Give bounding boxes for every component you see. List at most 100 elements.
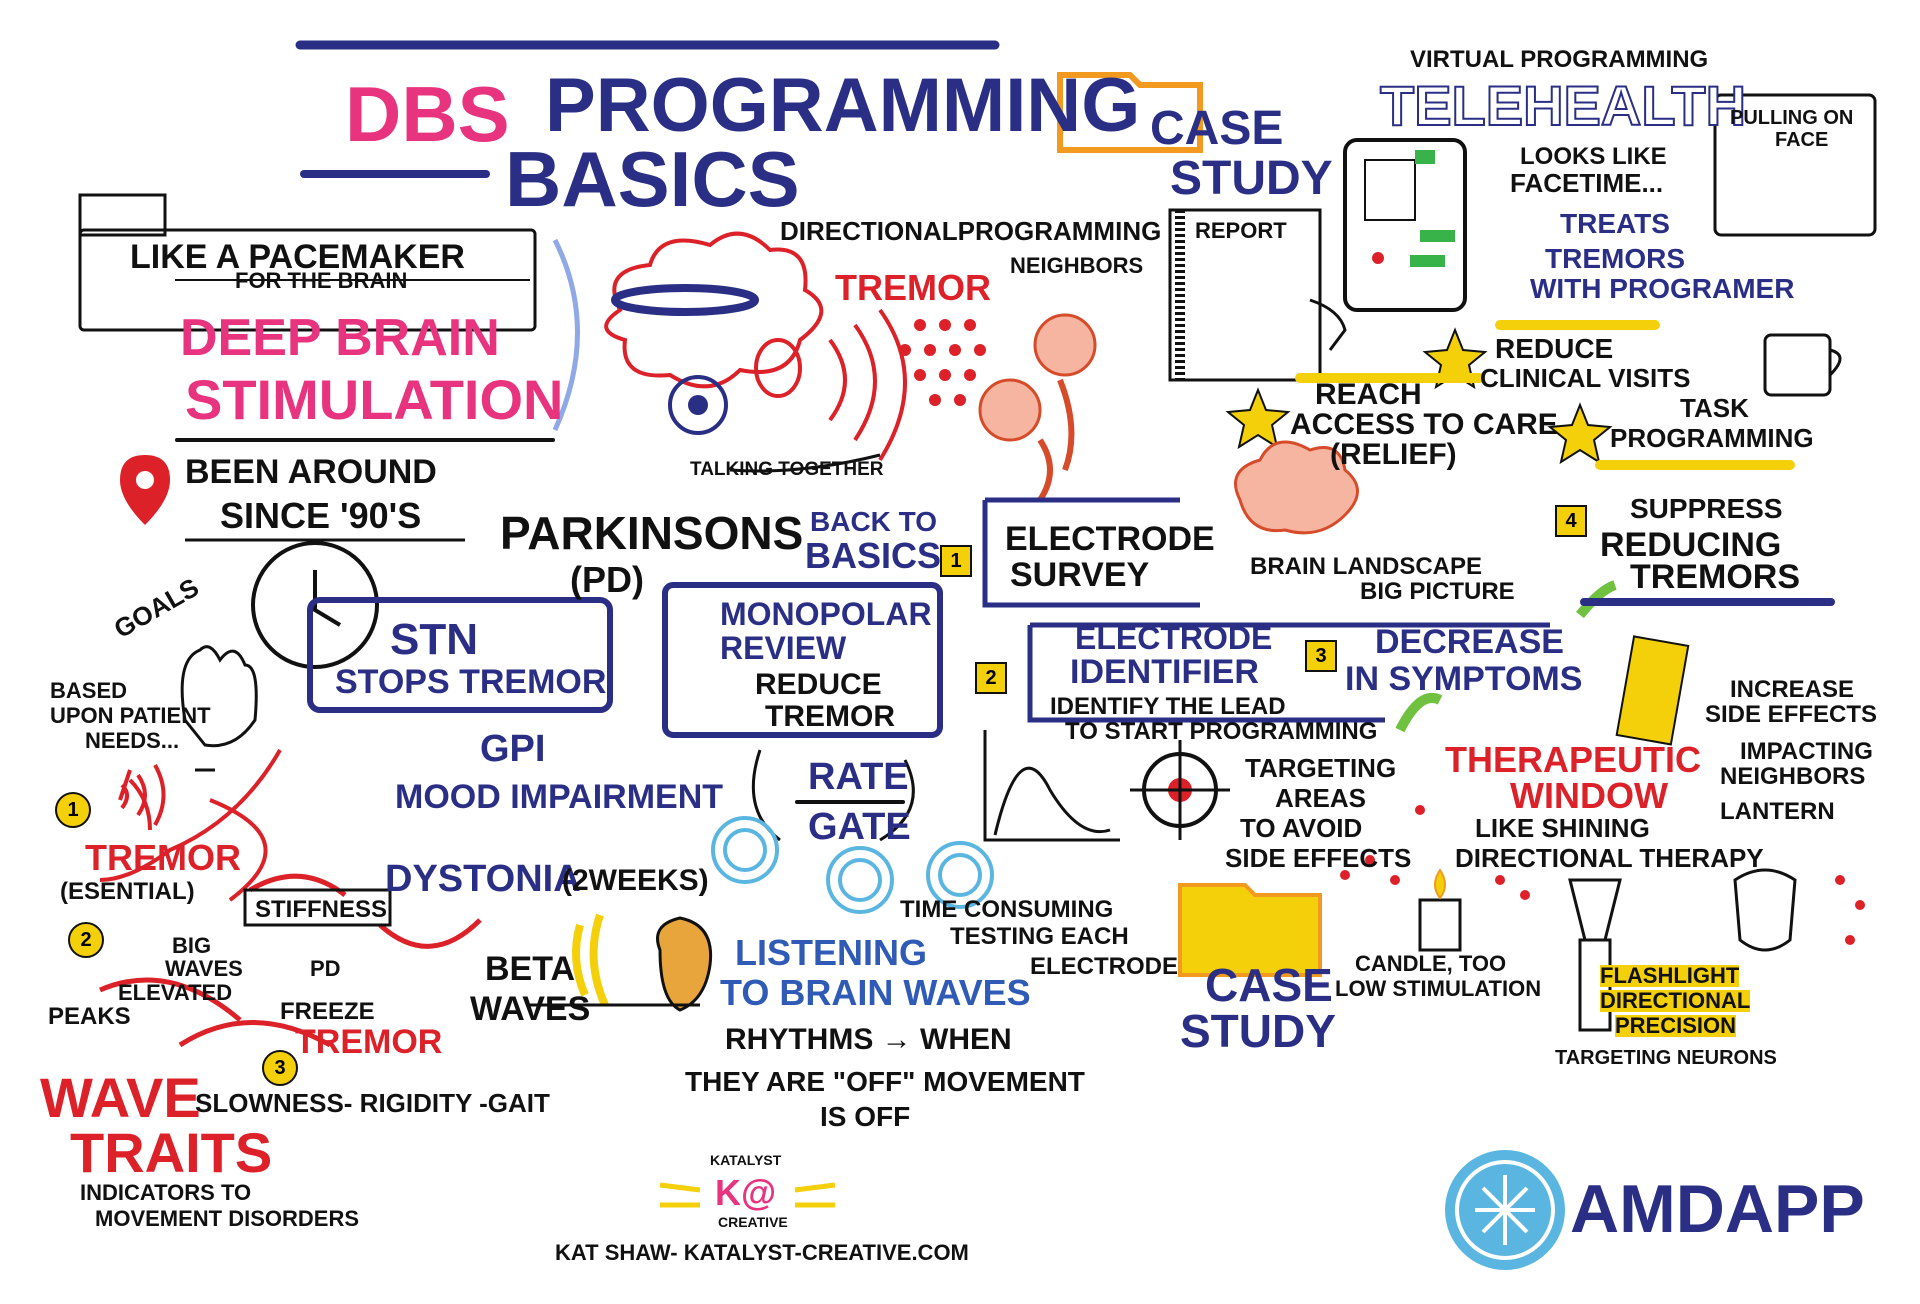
neighbors-label: NEIGHBORS	[1010, 253, 1144, 278]
beta-line1: BETA	[485, 950, 576, 988]
decrease-line1: DECREASE	[1375, 623, 1564, 661]
video-frame	[1713, 93, 1877, 237]
window-line1: THERAPEUTIC	[1445, 739, 1702, 780]
back-line2: BASICS	[805, 535, 942, 576]
reach-line2: ACCESS TO CARE	[1290, 408, 1558, 441]
star-icon	[1225, 387, 1291, 450]
location-pin-icon	[120, 455, 170, 525]
wave-big-line1: BIG	[172, 933, 212, 958]
candle-line2: LOW STIMULATION	[1335, 976, 1542, 1001]
monopolar-line3: REDUCE	[755, 668, 882, 701]
wave-peaks: PEAKS	[48, 1003, 131, 1030]
looks-line2: FACETIME...	[1510, 168, 1664, 198]
wave-big-line2: WAVES	[165, 956, 243, 981]
indicators-line2: MOVEMENT DISORDERS	[95, 1206, 360, 1231]
looks-line1: LOOKS LIKE	[1520, 143, 1667, 170]
pacemaker-tab	[78, 193, 167, 237]
neuron-icons	[978, 313, 1097, 442]
dystonia-label: DYSTONIA	[385, 858, 581, 900]
rhythms-line2: THEY ARE "OFF" MOVEMENT	[685, 1066, 1085, 1097]
dbs-line1: DEEP BRAIN	[180, 309, 500, 367]
flash-line2: DIRECTIONAL	[1600, 988, 1751, 1013]
tablet-icon	[1343, 138, 1467, 312]
targeting-line4: SIDE EFFECTS	[1225, 843, 1412, 873]
wave-tremor2: TREMOR	[295, 1023, 443, 1061]
wave-stiffness: STIFFNESS	[255, 896, 388, 923]
pulling-line2: FACE	[1775, 129, 1829, 151]
wave-tremor1: TREMOR	[85, 837, 241, 878]
beta-line2: WAVES	[470, 990, 591, 1028]
task-line2: PROGRAMMING	[1610, 423, 1814, 453]
mood-label: MOOD IMPAIRMENT	[395, 778, 724, 816]
directional-title: DIRECTIONALPROGRAMMING	[780, 216, 1162, 246]
increase-line2: SIDE EFFECTS	[1705, 701, 1878, 728]
title-basics: BASICS	[505, 135, 800, 223]
brain-icon	[604, 231, 824, 389]
directional-tremor: TREMOR	[835, 267, 991, 308]
around-line2: SINCE '90's	[220, 495, 422, 536]
folder-icon	[1057, 72, 1203, 153]
tremor-dots	[899, 319, 986, 406]
amdapp-title: AMDAPP	[1570, 1171, 1865, 1247]
star-icon	[1547, 402, 1613, 465]
talking-label: TALKING TOGETHER	[690, 459, 884, 480]
step-2-badge: 2	[975, 662, 1007, 694]
neurons-label: TARGETING NEURONS	[1555, 1047, 1777, 1069]
lantern-icon	[1733, 868, 1797, 952]
stn-line2: STOPS TREMOR	[335, 663, 607, 701]
title-programming: PROGRAMMING	[545, 63, 1141, 148]
treats-line3: WITH PROGRAMER	[1530, 273, 1795, 304]
brain-cloud-icon	[1234, 440, 1359, 535]
wave-essential: (ESENTIAL)	[60, 878, 195, 905]
landscape-line1: BRAIN LANDSCAPE	[1250, 553, 1483, 580]
stn-line1: STN	[390, 615, 478, 664]
wave-slowness: SLOWNESS- RIGIDITY -GAIT	[195, 1088, 550, 1118]
dystonia-weeks: (2WEEKS)	[562, 864, 709, 897]
treats-line1: TREATS	[1560, 208, 1670, 239]
flash-line3: PRECISION	[1615, 1013, 1737, 1038]
based-line3: NEEDS...	[85, 728, 180, 753]
decrease-line2: IN SYMPTOMS	[1345, 660, 1583, 698]
reach-line1: REACH	[1315, 378, 1422, 411]
wave-elevated: ELEVATED	[118, 980, 233, 1005]
based-line2: UPON PATIENT	[50, 703, 211, 728]
time-line2: TESTING EACH	[950, 923, 1129, 950]
monopolar-box	[662, 582, 943, 738]
report-label: REPORT	[1195, 218, 1287, 243]
time-line3: ELECTRODE	[1030, 953, 1179, 980]
stn-box	[307, 597, 613, 713]
pulling-line1: PULLING ON	[1730, 107, 1854, 129]
window-bar	[1615, 635, 1690, 746]
case-study-bottom-line2: STUDY	[1180, 1005, 1336, 1057]
listening-line2: TO BRAIN WAVES	[720, 972, 1031, 1013]
reduce-line1: REDUCE	[1495, 333, 1614, 364]
katalyst-logo-bottom: CREATIVE	[718, 1214, 788, 1230]
increase-line1: INCREASE	[1730, 676, 1855, 703]
gate-label: GATE	[808, 806, 911, 848]
credit-line: KAT SHAW- KATALYST-CREATIVE.COM	[555, 1240, 969, 1265]
step-1-badge: 1	[940, 545, 972, 577]
targeting-line2: AREAS	[1275, 783, 1367, 813]
case-study-bottom-line1: CASE	[1205, 959, 1333, 1011]
target-icon	[668, 375, 728, 435]
survey-line2: SURVEY	[1010, 556, 1150, 594]
monopolar-line1: MONOPOLAR	[720, 596, 932, 632]
step-4-badge: 4	[1555, 505, 1587, 537]
rate-label: RATE	[808, 756, 909, 798]
wave-step-2: 2	[68, 922, 104, 958]
coffee-mug-icon	[1763, 333, 1832, 397]
impacting-line1: IMPACTING	[1740, 738, 1873, 765]
wave-step-1: 1	[55, 792, 91, 828]
wave-title: WAVE	[40, 1066, 201, 1129]
hand-icon	[180, 645, 258, 748]
rhythms-line1: RHYTHMS → WHEN	[725, 1023, 1012, 1056]
title-dbs: DBS	[345, 70, 510, 158]
lantern-label: LANTERN	[1720, 798, 1835, 825]
identifier-line1: ELECTRODE	[1075, 620, 1273, 656]
suppress-line1: SUPPRESS	[1630, 493, 1783, 524]
pacemaker-line2: FOR THE BRAIN	[235, 268, 408, 293]
katalyst-logo-mark: K@	[715, 1172, 777, 1213]
traits-title: TRAITS	[70, 1121, 273, 1184]
time-line1: TIME CONSUMING	[900, 896, 1114, 923]
